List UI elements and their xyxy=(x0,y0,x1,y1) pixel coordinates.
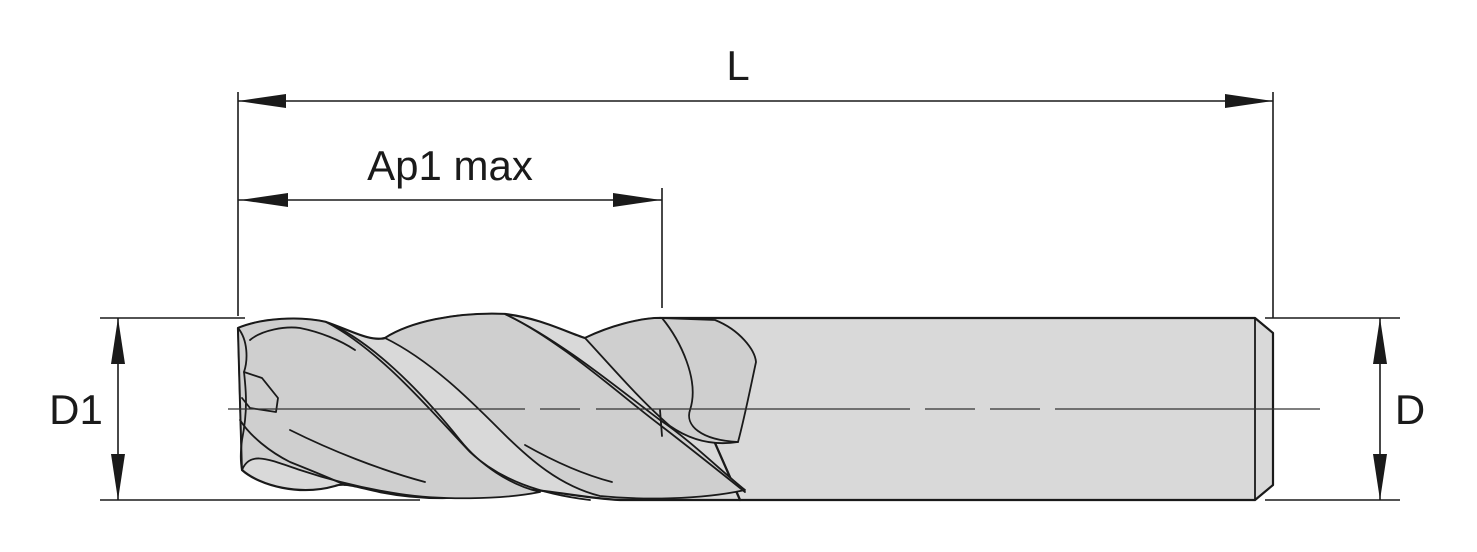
label-L: L xyxy=(726,42,749,89)
tip-edge-1 xyxy=(237,327,279,413)
arrow-bottom-D xyxy=(1373,454,1387,500)
dimension-D1: D1 xyxy=(49,318,125,500)
helix-edge-1 xyxy=(325,321,591,501)
label-D1: D1 xyxy=(49,386,103,433)
dimension-D: D xyxy=(1373,318,1425,500)
label-D: D xyxy=(1395,386,1425,433)
helix-edge-2 xyxy=(504,313,746,493)
label-ap1-max: Ap1 max xyxy=(367,142,533,189)
tip-edge-3 xyxy=(249,326,356,351)
flute-end-curve xyxy=(661,317,739,443)
arrow-right-ap1 xyxy=(613,193,661,207)
tip-edge-4 xyxy=(239,371,247,471)
arrow-bottom-D1 xyxy=(111,454,125,500)
arrow-left-ap1 xyxy=(240,193,288,207)
arrow-top-D1 xyxy=(111,318,125,364)
arrow-top-D xyxy=(1373,318,1387,364)
helix-edge-5 xyxy=(659,409,663,437)
arrow-right-L xyxy=(1225,94,1273,108)
end-mill-body xyxy=(236,312,1275,502)
helix-edge-4 xyxy=(524,444,613,483)
dimension-ap1-max: Ap1 max xyxy=(238,142,662,207)
extension-lines xyxy=(100,92,1400,501)
tip-edge-2 xyxy=(239,419,346,486)
arrow-left-L xyxy=(238,94,286,108)
helix-edge-3 xyxy=(289,429,426,483)
flute-face-3 xyxy=(584,317,757,445)
dimension-L: L xyxy=(238,42,1273,108)
